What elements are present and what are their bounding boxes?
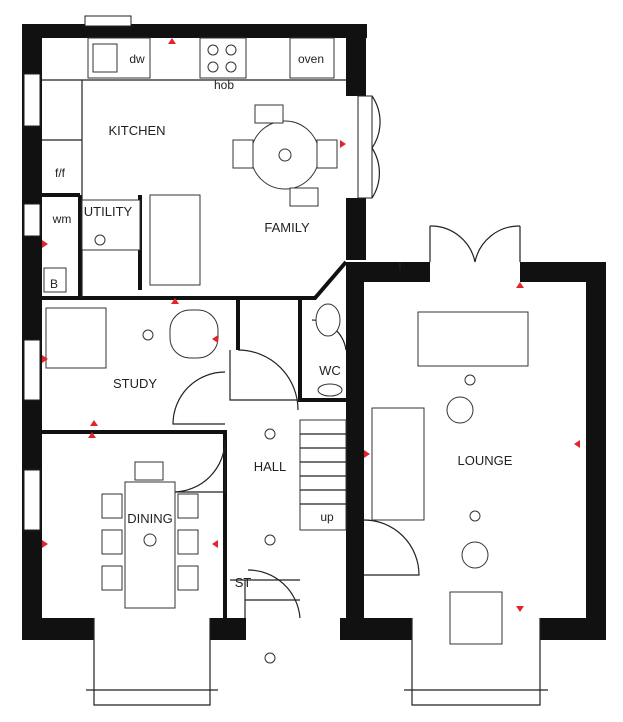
room-label-family: FAMILY (264, 220, 310, 235)
study-desk (45, 307, 107, 369)
windows (23, 15, 548, 706)
lounge-sofa-top (417, 311, 529, 367)
label-dishwasher: dw (129, 52, 145, 66)
lounge-sofa-left (371, 407, 425, 521)
label-boiler: B (50, 277, 58, 291)
label-stairs-up: up (320, 510, 334, 524)
room-label-dining: DINING (127, 511, 173, 526)
kitchen-worktop (87, 37, 335, 79)
stairs (299, 419, 347, 531)
room-label-wc: WC (319, 363, 341, 378)
label-oven: oven (298, 52, 324, 66)
family-dining-table (232, 104, 338, 207)
room-label-store: ST (235, 575, 252, 590)
furniture (43, 37, 529, 664)
wc-fixtures (315, 303, 343, 397)
dining-table (101, 461, 199, 609)
room-label-kitchen: KITCHEN (108, 123, 165, 138)
utility-unit (81, 199, 141, 251)
label-washing-machine: wm (52, 212, 72, 226)
room-label-utility: UTILITY (84, 204, 133, 219)
interior-walls (42, 79, 348, 618)
family-sofa (149, 194, 201, 286)
study-chair (169, 309, 219, 359)
boiler (43, 267, 67, 293)
label-hob: hob (214, 78, 234, 92)
lounge-armchair (449, 591, 503, 645)
room-label-hall: HALL (254, 459, 287, 474)
room-label-study: STUDY (113, 376, 157, 391)
room-labels: KITCHEN FAMILY UTILITY STUDY WC HALL LOU… (50, 52, 513, 590)
room-label-lounge: LOUNGE (458, 453, 513, 468)
label-fridge-freezer: f/f (55, 166, 66, 180)
